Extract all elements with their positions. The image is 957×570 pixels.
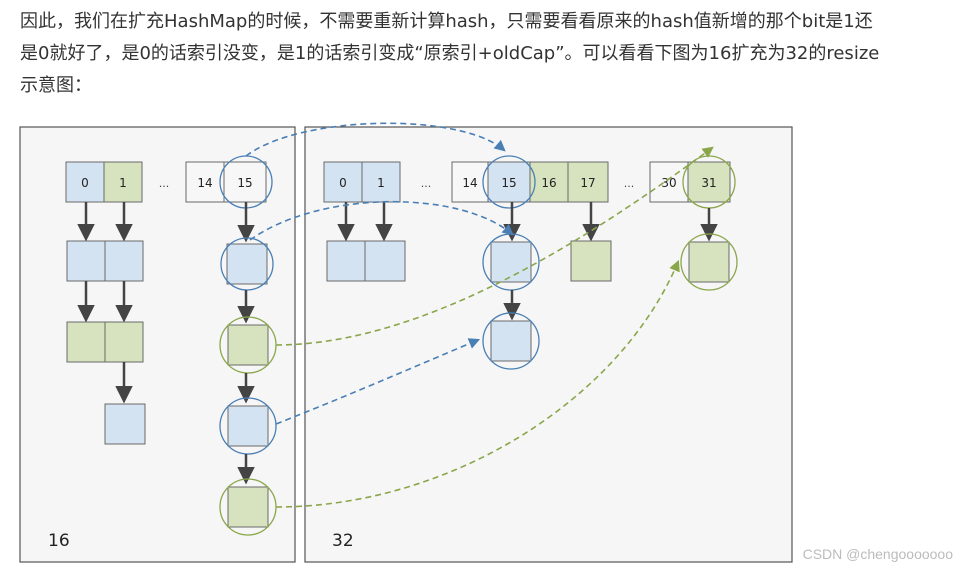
old-node xyxy=(66,321,106,363)
old-slot-15-label: 15 xyxy=(237,176,252,190)
new-ellipsis-b: ... xyxy=(624,177,635,190)
old-slot-0 xyxy=(65,161,105,203)
old-node xyxy=(104,321,144,363)
new-node xyxy=(326,240,366,282)
new-slot-30-label: 30 xyxy=(661,176,676,190)
old-chain15-node-4 xyxy=(227,486,269,528)
old-slot-1 xyxy=(103,161,143,203)
new-node xyxy=(364,240,406,282)
old-node xyxy=(104,403,146,445)
new-slot-31 xyxy=(687,161,731,203)
migration-arrow-node4 xyxy=(275,259,680,508)
new-slot-17 xyxy=(567,161,609,203)
new-slot-30 xyxy=(649,161,689,203)
article-paragraph: 因此，我们在扩充HashMap的时候，不需要重新计算hash，只需要看看原来的h… xyxy=(20,6,945,102)
new-chain31-node-1 xyxy=(688,241,730,283)
new-slot-0 xyxy=(323,161,363,203)
csdn-watermark: CSDN @chengooooooo xyxy=(802,546,953,562)
new-table-array: 0 1 ... 14 15 16 17 ... 30 31 xyxy=(323,161,731,203)
article-line-1: 因此，我们在扩充HashMap的时候，不需要重新计算hash，只需要看看原来的h… xyxy=(20,11,873,32)
new-slot-15-highlight xyxy=(482,155,536,209)
old-chain15-node-2 xyxy=(227,324,269,366)
new-slot-16-label: 16 xyxy=(541,176,556,190)
old-slot-15 xyxy=(223,161,267,203)
old-table-array: 0 1 ... 14 15 xyxy=(65,161,267,203)
old-panel-label: 16 xyxy=(48,531,70,551)
old-node xyxy=(66,240,106,282)
new-slot-31-label: 31 xyxy=(701,176,716,190)
old-chain15-node-1 xyxy=(226,243,268,285)
new-chain15-node-1 xyxy=(490,241,532,283)
new-slot-16 xyxy=(529,161,569,203)
old-slot-14 xyxy=(185,161,225,203)
new-chain15-node-2 xyxy=(490,320,532,362)
new-slot-1 xyxy=(361,161,401,203)
new-slot-17-label: 17 xyxy=(580,176,595,190)
new-slot-15 xyxy=(487,161,531,203)
new-chain15-node-2-highlight xyxy=(482,312,540,370)
article-line-2: 是0就好了，是0的话索引没变，是1的话索引变成“原索引+oldCap”。可以看看… xyxy=(20,43,880,64)
new-slot-0-label: 0 xyxy=(339,176,347,190)
old-chain15-node-3 xyxy=(227,405,269,447)
migration-arrow-node1 xyxy=(249,200,514,241)
new-slot-14-label: 14 xyxy=(462,176,477,190)
new-slot-15-label: 15 xyxy=(501,176,516,190)
old-slot-1-label: 1 xyxy=(119,176,127,190)
new-slot-1-label: 1 xyxy=(377,176,385,190)
migration-arrow-slot15 xyxy=(245,122,506,157)
old-node xyxy=(104,240,144,282)
new-panel-label: 32 xyxy=(332,531,354,551)
old-chain15-node-3-highlight xyxy=(219,397,277,455)
old-slot-14-label: 14 xyxy=(197,176,212,190)
new-ellipsis-a: ... xyxy=(421,177,432,190)
old-ellipsis: ... xyxy=(159,177,170,190)
new-chain31-node-1-highlight xyxy=(680,233,738,291)
migration-arrow-node2 xyxy=(275,146,714,346)
new-node xyxy=(570,240,612,282)
article-line-3: 示意图： xyxy=(20,75,92,96)
old-slot-0-label: 0 xyxy=(81,176,89,190)
